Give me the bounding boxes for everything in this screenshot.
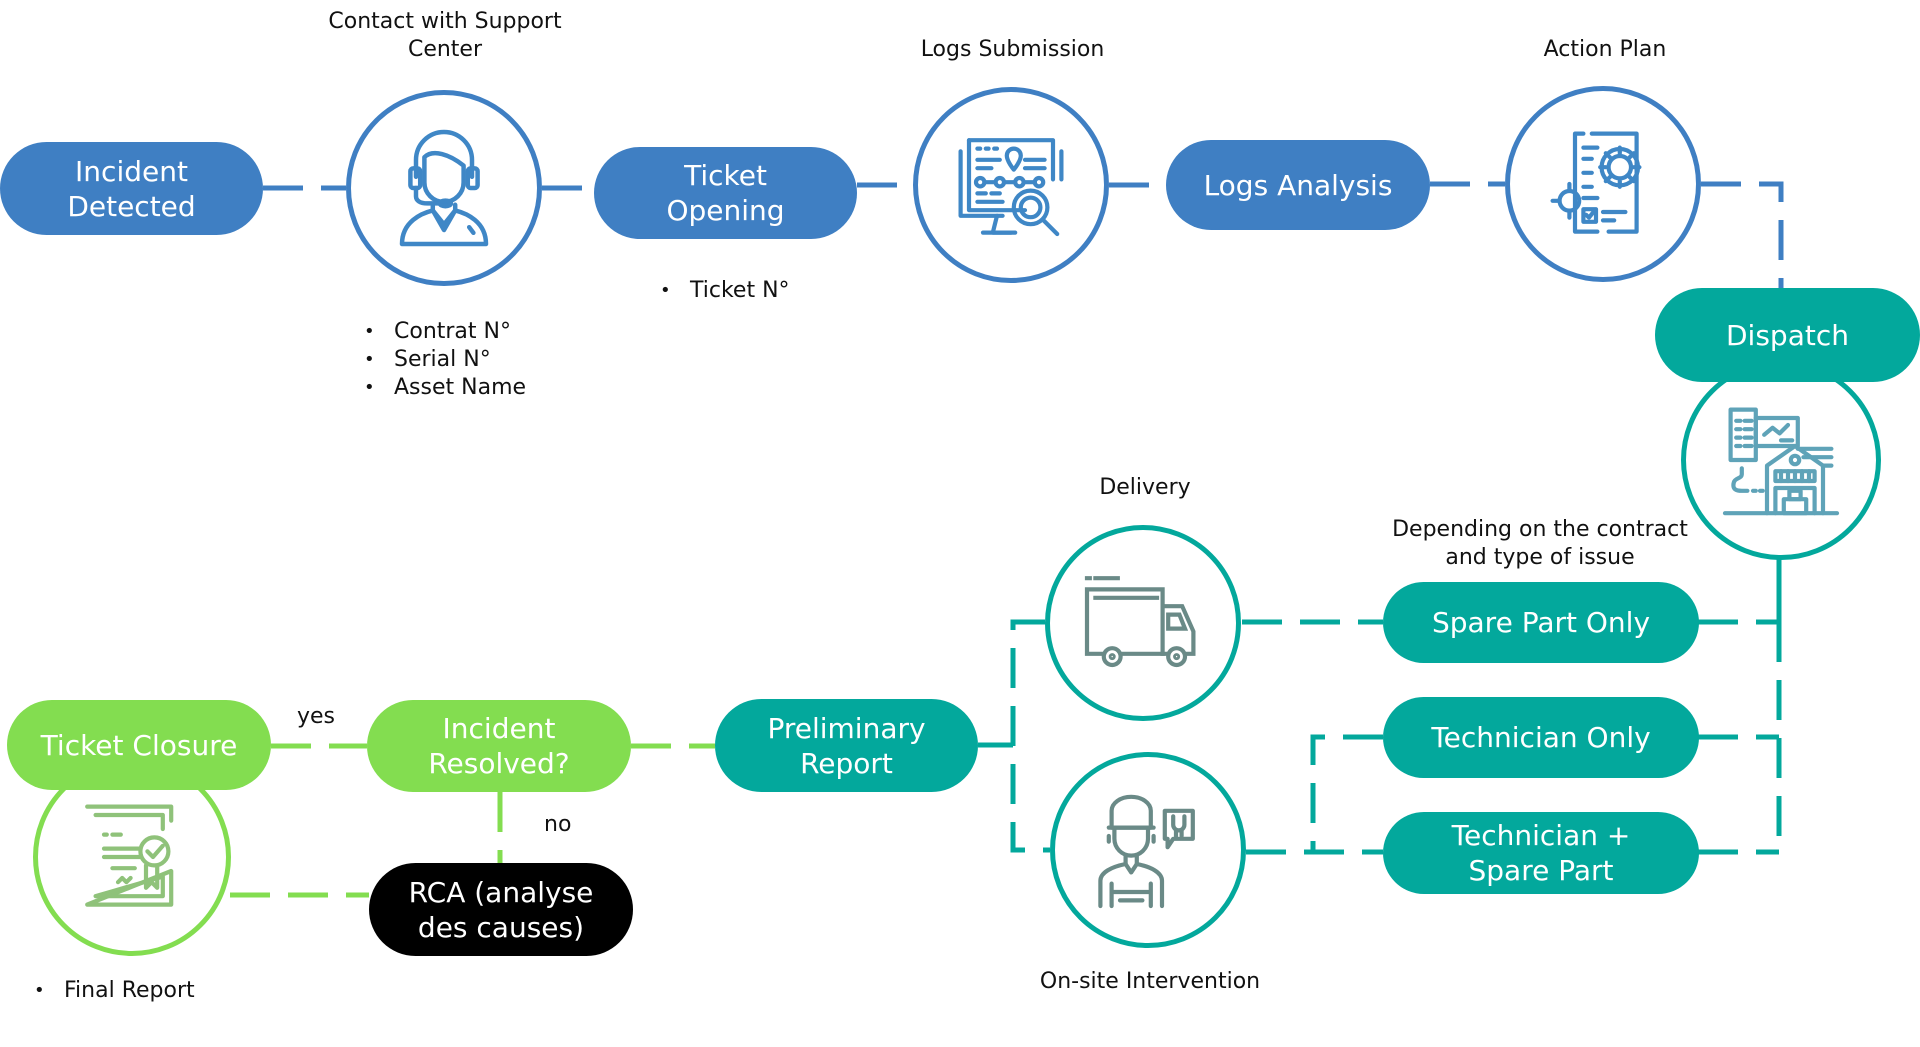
node-label: Incident Detected	[67, 154, 196, 223]
node-label: Preliminary Report	[767, 711, 926, 780]
node-label: Spare Part Only	[1431, 606, 1651, 639]
bullet-item: Serial N°	[364, 346, 526, 374]
document-gears-icon	[1550, 131, 1642, 234]
edge-label-no: no	[544, 812, 572, 837]
contact-bullets: Contrat N° Serial N° Asset Name	[364, 318, 526, 402]
headset-agent-icon	[399, 129, 489, 247]
node-label: Logs Analysis	[1203, 168, 1393, 202]
connector-tech-bracket	[1310, 734, 1383, 852]
delivery-truck-icon	[1084, 576, 1196, 668]
label-delivery: Delivery	[1099, 475, 1191, 500]
edge-label-yes: yes	[297, 704, 336, 729]
connector-prelim-bracket	[1010, 619, 1050, 853]
node-technician-spare-part[interactable]: Technician + Spare Part	[1383, 812, 1699, 894]
node-rca[interactable]: RCA (analyse des causes)	[369, 863, 633, 956]
node-spare-part-only[interactable]: Spare Part Only	[1383, 582, 1699, 663]
bullet-item: Ticket N°	[660, 277, 790, 305]
ticket-bullets: Ticket N°	[660, 277, 790, 305]
connector-action-dispatch	[1701, 181, 1784, 288]
label-action-plan: Action Plan	[1543, 37, 1667, 62]
step-action-plan[interactable]	[1505, 86, 1701, 282]
step-onsite-intervention[interactable]	[1050, 752, 1246, 948]
step-delivery[interactable]	[1045, 525, 1241, 721]
node-label: RCA (analyse des causes)	[408, 875, 594, 944]
step-contact-support[interactable]	[346, 90, 542, 286]
bullet-item: Final Report	[34, 977, 195, 1005]
node-ticket-opening[interactable]: Ticket Opening	[594, 147, 857, 239]
label-contact-support: Contact with Support Center	[328, 9, 562, 62]
label-depending-contract: Depending on the contract and type of is…	[1392, 517, 1688, 570]
warehouse-icon	[1722, 407, 1840, 516]
node-technician-only[interactable]: Technician Only	[1383, 697, 1699, 778]
node-incident-resolved[interactable]: Incident Resolved?	[367, 700, 631, 792]
node-label: Incident Resolved?	[428, 712, 570, 780]
node-ticket-closure[interactable]: Ticket Closure	[7, 700, 271, 790]
node-label: Ticket Opening	[666, 159, 785, 227]
bullet-item: Asset Name	[364, 374, 526, 402]
node-preliminary-report[interactable]: Preliminary Report	[715, 699, 978, 792]
node-label: Ticket Closure	[40, 728, 238, 762]
step-logs-submission[interactable]	[913, 87, 1109, 283]
node-label: Technician Only	[1431, 721, 1651, 754]
label-onsite-intervention: On-site Intervention	[1039, 969, 1261, 994]
node-logs-analysis[interactable]: Logs Analysis	[1166, 140, 1430, 230]
step-final-report[interactable]	[33, 758, 231, 956]
closure-bullets: Final Report	[34, 977, 195, 1005]
node-label: Technician + Spare Part	[1451, 819, 1631, 887]
node-dispatch[interactable]: Dispatch	[1655, 288, 1920, 382]
node-incident-detected[interactable]: Incident Detected	[0, 142, 263, 235]
node-label: Dispatch	[1726, 318, 1849, 352]
certificate-icon	[85, 804, 174, 907]
bullet-item: Contrat N°	[364, 318, 526, 346]
label-logs-submission: Logs Submission	[920, 37, 1105, 62]
technician-wrench-icon	[1098, 794, 1195, 909]
monitor-search-icon	[958, 138, 1064, 237]
